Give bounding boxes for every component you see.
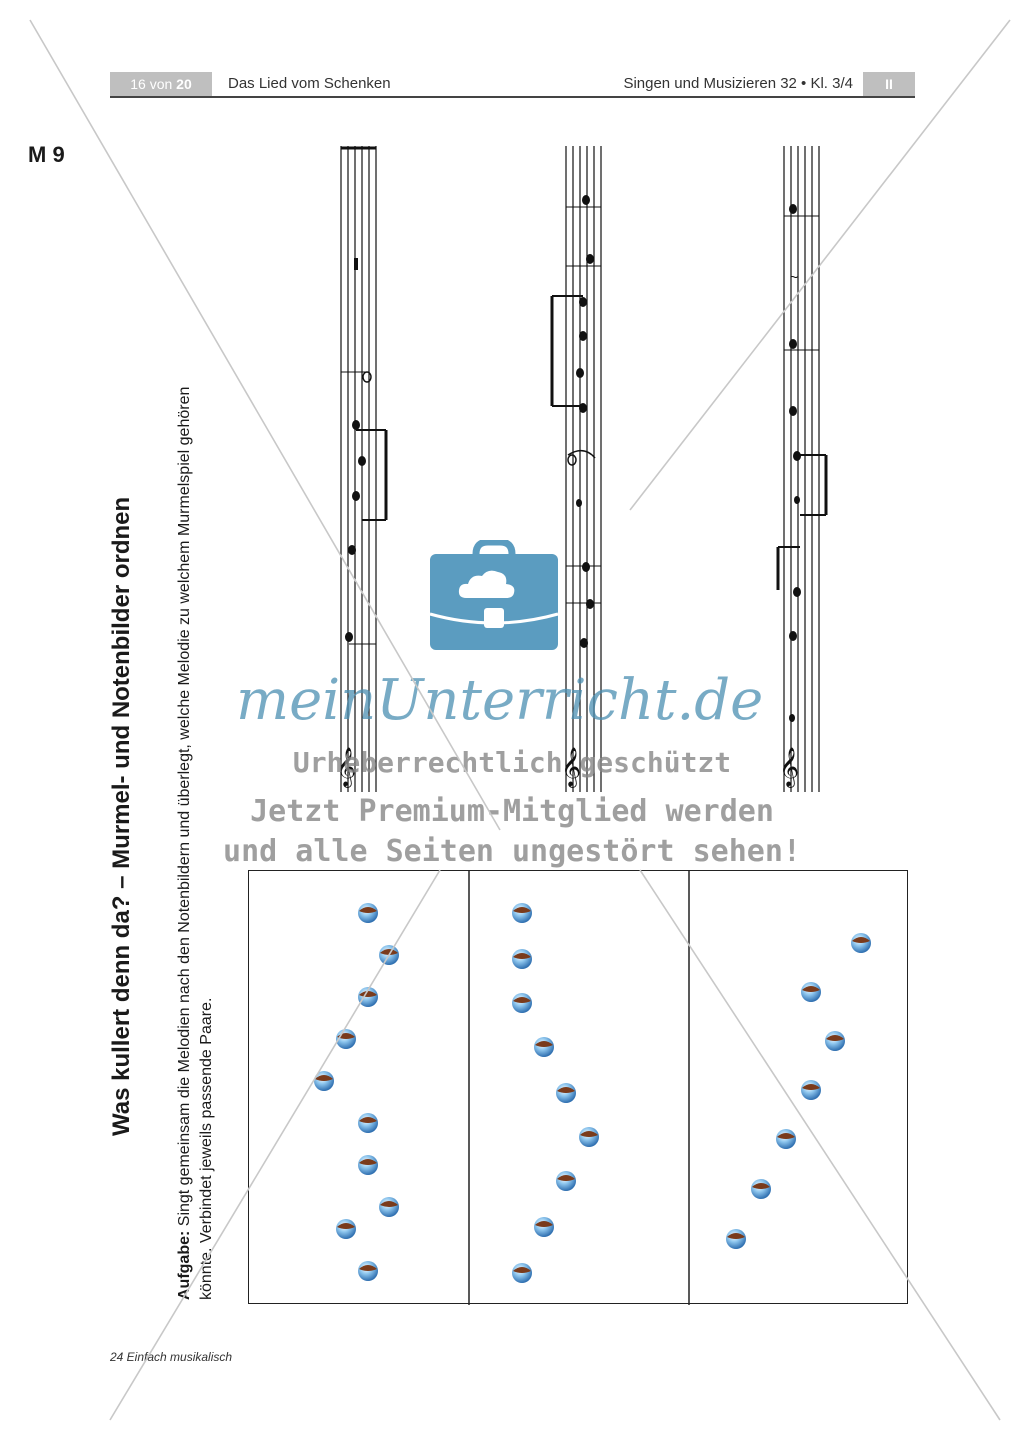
- marble: [336, 1029, 356, 1049]
- marble-column-1: [314, 903, 399, 1281]
- briefcase-icon: [429, 540, 559, 650]
- staff-3: ~ 𝄞: [776, 146, 828, 792]
- marble: [825, 1031, 845, 1051]
- marble: [358, 987, 378, 1007]
- marble: [358, 903, 378, 923]
- marble: [776, 1129, 796, 1149]
- marble: [801, 1080, 821, 1100]
- marble: [358, 1261, 378, 1281]
- watermark-logo: meinUnterricht.de: [236, 668, 764, 733]
- marble: [801, 982, 821, 1002]
- svg-text:~: ~: [790, 269, 798, 285]
- marble: [512, 949, 532, 969]
- marble-column-3: [726, 933, 871, 1249]
- svg-text:𝄞: 𝄞: [779, 747, 799, 788]
- marble: [314, 1071, 334, 1091]
- marble-column-2: [512, 903, 599, 1283]
- marble: [534, 1037, 554, 1057]
- marble: [358, 1113, 378, 1133]
- marble: [512, 903, 532, 923]
- marble: [851, 933, 871, 953]
- marble: [556, 1083, 576, 1103]
- marble: [751, 1179, 771, 1199]
- marble: [336, 1219, 356, 1239]
- marble: [512, 993, 532, 1013]
- marble: [534, 1217, 554, 1237]
- marble: [379, 945, 399, 965]
- marble: [379, 1197, 399, 1217]
- watermark-line-1: Urheberrechtlich geschützt: [292, 746, 732, 779]
- marble: [512, 1263, 532, 1283]
- svg-text:𝄞: 𝄞: [561, 747, 581, 788]
- page-footer: 24 Einfach musikalisch: [110, 1350, 233, 1364]
- watermark-line-3: und alle Seiten ungestört sehen!: [223, 834, 801, 869]
- watermark-line-2: Jetzt Premium-Mitglied werden: [250, 794, 774, 829]
- marble: [726, 1229, 746, 1249]
- marble: [556, 1171, 576, 1191]
- staff-2: 𝄞: [550, 146, 602, 792]
- marble: [579, 1127, 599, 1147]
- marble: [358, 1155, 378, 1175]
- marble-game-panel: [248, 870, 908, 1305]
- marble-grid: [314, 871, 871, 1305]
